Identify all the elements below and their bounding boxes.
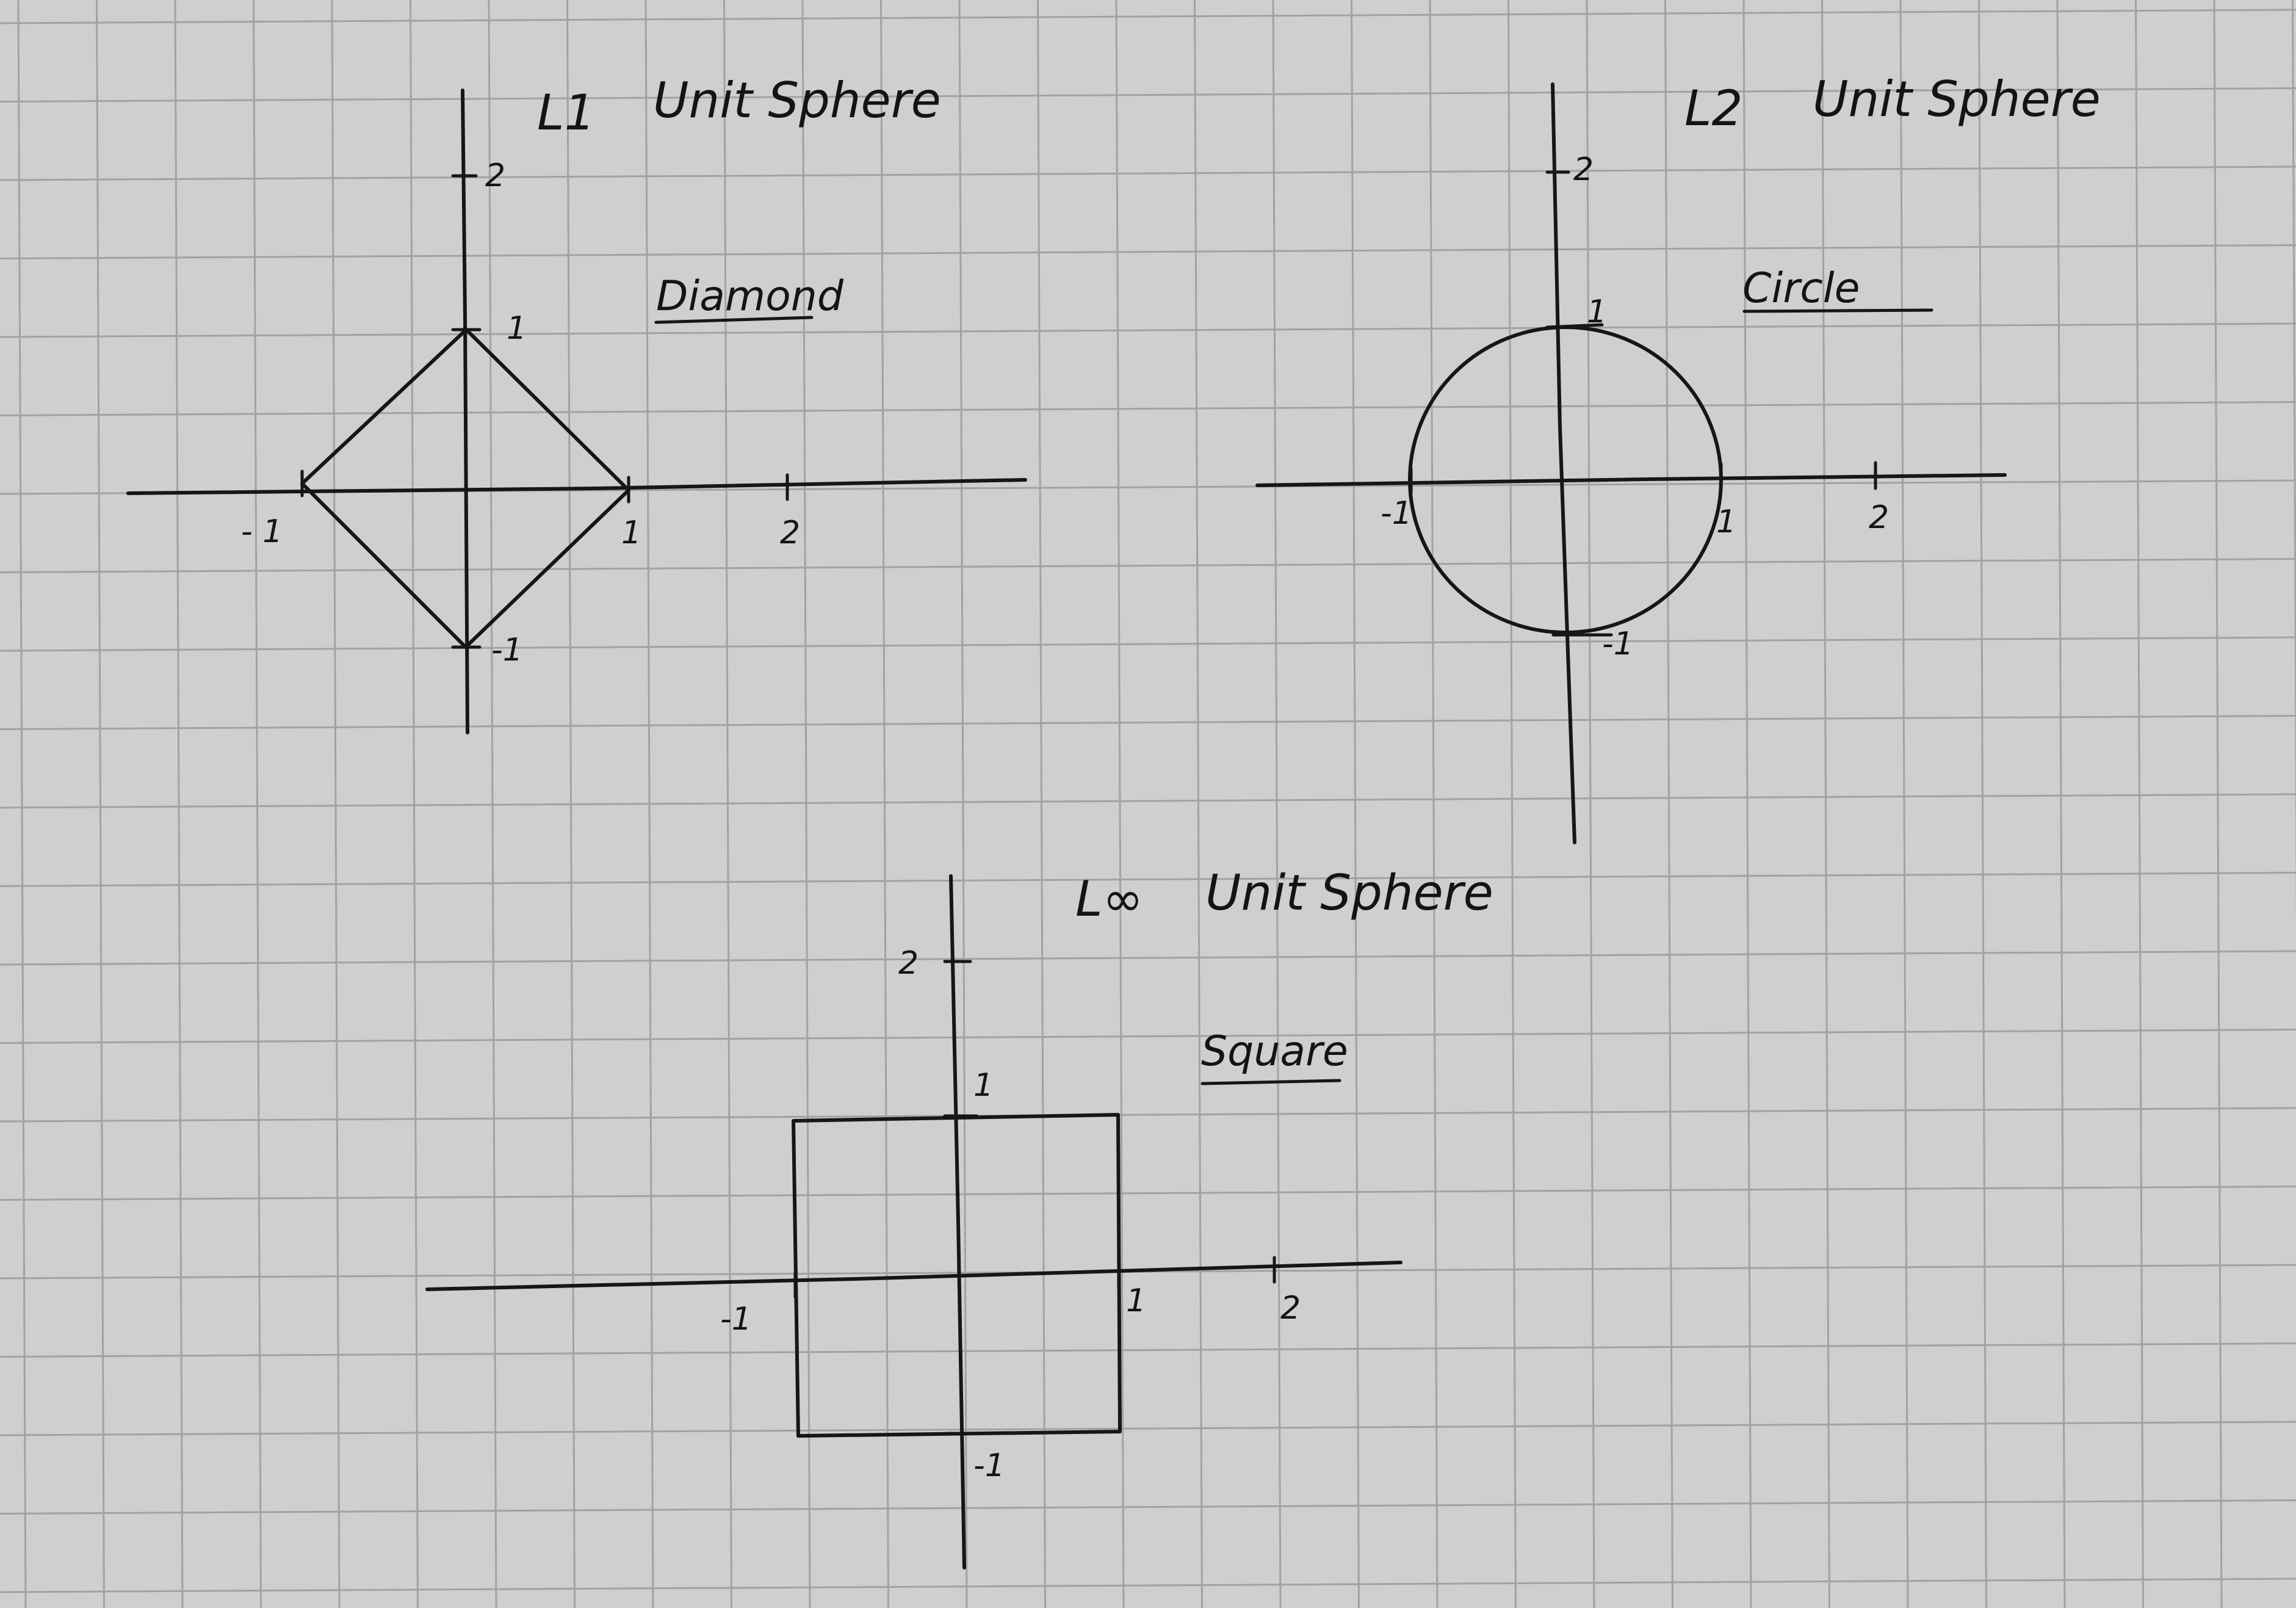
l2-shape-underline [1742, 308, 1933, 313]
l2-tick-label-x-neg1: -1 [1381, 495, 1412, 532]
l1-tick-label-y-pos1: 1 [507, 310, 527, 347]
grid-line-vertical [1351, 0, 1360, 1608]
grid-line-horizontal [0, 636, 2296, 652]
linf-tick-label-y-neg1: -1 [973, 1447, 1005, 1484]
grid-line-vertical [174, 0, 184, 1608]
l1-shape-label: Diamond [656, 272, 844, 321]
grid-line-horizontal [0, 1186, 2296, 1201]
l2-tick-label-y-neg1: -1 [1602, 626, 1634, 662]
l2-y-axis [1551, 82, 1576, 844]
l2-tick-label-x-pos2: 2 [1869, 499, 1889, 536]
l1-panel: L1 Unit Sphere Diamond 2 1 -1 - 1 1 2 [126, 72, 1027, 734]
grid-line-horizontal [0, 1107, 2296, 1123]
grid-line-horizontal [0, 401, 2296, 416]
linf-title: Unit Sphere [1205, 864, 1493, 921]
l2-tick-label-y-pos2: 2 [1573, 151, 1594, 188]
l1-y-axis [461, 89, 469, 734]
l2-tick-label-y-pos1: 1 [1587, 294, 1607, 330]
linf-x-axis [425, 1261, 1403, 1291]
grid-line-vertical [1978, 0, 1987, 1608]
linf-shape-label: Square [1201, 1027, 1348, 1076]
grid-line-vertical [96, 0, 105, 1608]
grid-line-horizontal [0, 165, 2296, 181]
grid-line-vertical [1899, 0, 1909, 1608]
l1-x-axis [126, 478, 1027, 495]
grid-line-vertical [2135, 0, 2144, 1608]
linf-norm-label: L∞ [1075, 871, 1143, 927]
grid-line-horizontal [0, 558, 2296, 573]
grid-line-horizontal [0, 950, 2296, 966]
grid-line-horizontal [0, 1342, 2296, 1358]
linf-tick-label-x-pos1: 1 [1126, 1283, 1146, 1319]
linf-tick-label-y-pos1: 1 [973, 1067, 994, 1104]
l1-tick-label-y-pos2: 2 [485, 158, 505, 194]
grid-line-vertical [880, 0, 889, 1608]
grid-line-vertical [1037, 0, 1046, 1608]
linf-y-axis [949, 874, 966, 1570]
linf-tick-label-x-pos2: 2 [1280, 1290, 1301, 1327]
grid-line-vertical [1429, 0, 1439, 1608]
linf-square-shape [792, 1113, 1122, 1438]
grid-line-vertical [1664, 0, 1673, 1608]
l2-title: Unit Sphere [1813, 71, 2101, 128]
grid-line-vertical [801, 0, 811, 1608]
grid-line-horizontal [0, 793, 2296, 809]
grid-line-horizontal [0, 244, 2296, 259]
grid-line-vertical [1507, 0, 1517, 1608]
l1-shape-underline [654, 316, 814, 324]
l2-norm-label: L2 [1684, 80, 1742, 137]
grid-line-horizontal [0, 87, 2296, 103]
l1-tick-label-x-pos1: 1 [621, 515, 641, 551]
l2-y-tick-pos1 [1545, 323, 1604, 329]
l1-tick-label-y-neg1: -1 [491, 632, 523, 668]
grid-line-horizontal [0, 1577, 2296, 1593]
grid-line-horizontal [0, 1029, 2296, 1044]
grid-line-horizontal [0, 715, 2296, 730]
grid-line-vertical [1115, 0, 1125, 1608]
l2-tick-label-x-pos1: 1 [1716, 504, 1736, 540]
grid-line-vertical [2056, 0, 2066, 1608]
grid-line-horizontal [0, 9, 2296, 24]
grid-line-horizontal [0, 322, 2296, 338]
grid-line-horizontal [0, 872, 2296, 887]
linf-shape-underline [1200, 1079, 1341, 1085]
grid-line-vertical [1742, 0, 1752, 1608]
grid-line-vertical [1194, 0, 1203, 1608]
linf-tick-label-y-pos2: 2 [898, 945, 919, 982]
grid-line-vertical [2292, 0, 2296, 938]
grid-line-vertical [1272, 0, 1282, 1608]
l1-tick-label-x-pos2: 2 [780, 515, 800, 551]
l2-panel: L2 Unit Sphere Circle 2 1 -1 -1 1 2 [1255, 71, 2101, 844]
grid-line-horizontal [0, 1499, 2296, 1515]
l1-title: Unit Sphere [653, 72, 941, 129]
grid-line-vertical [410, 0, 419, 1608]
grid-line-vertical [1586, 0, 1595, 1608]
grid-line-vertical [331, 0, 341, 1608]
l2-x-axis [1255, 473, 2007, 487]
grid-line-vertical [1821, 0, 1830, 1608]
grid-line-vertical [958, 0, 968, 1608]
grid-line-vertical [2213, 0, 2223, 1608]
l1-tick-label-x-neg1: - 1 [241, 513, 283, 550]
l2-shape-label: Circle [1742, 264, 1860, 313]
l1-norm-label: L1 [537, 84, 595, 141]
grid-line-horizontal [0, 1421, 2296, 1436]
grid-line-vertical [253, 0, 262, 1608]
grid-line-vertical [17, 0, 27, 1608]
linf-tick-label-x-neg1: -1 [720, 1301, 752, 1338]
linf-panel: L∞ Unit Sphere Square 2 1 -1 -1 1 2 [425, 864, 1493, 1570]
